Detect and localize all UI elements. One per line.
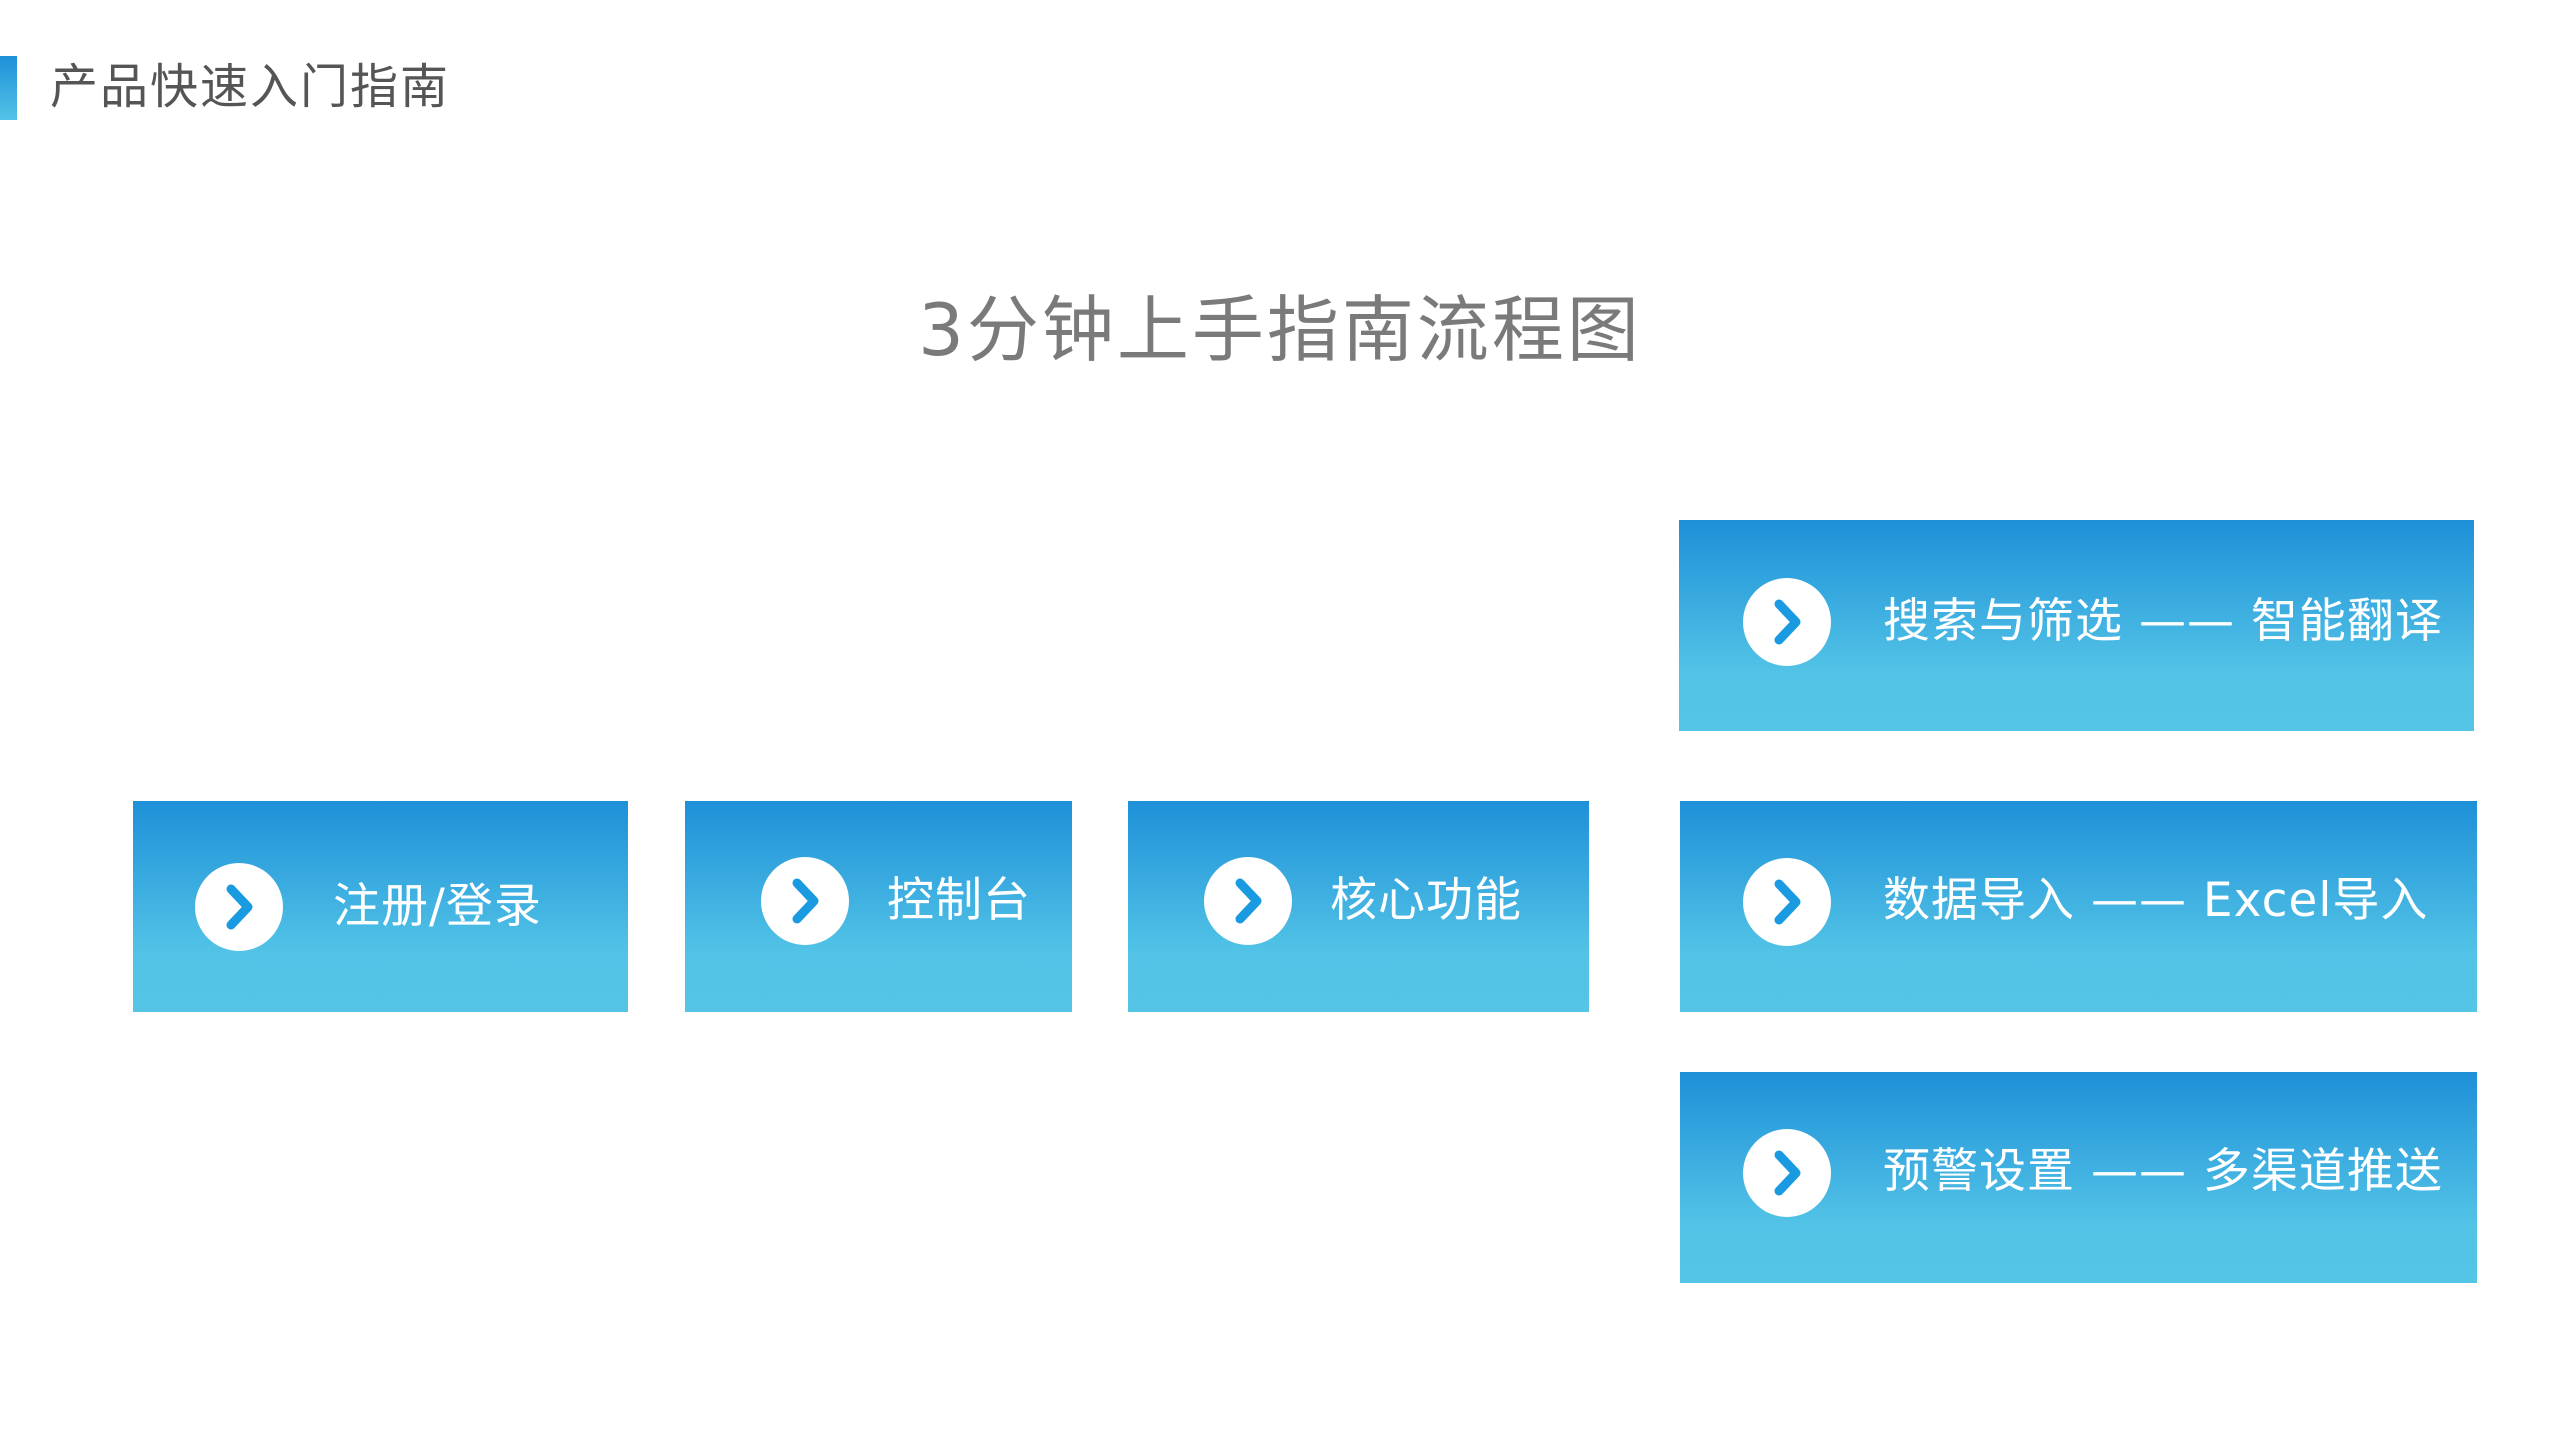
header-accent-bar xyxy=(0,56,17,120)
step-label: 预警设置 —— 多渠道推送 xyxy=(1883,1144,2443,1199)
step-label: 核心功能 xyxy=(1330,873,1522,928)
step-label: 控制台 xyxy=(887,873,1031,928)
step-label: 数据导入 —— Excel导入 xyxy=(1883,873,2429,928)
step-register-login[interactable]: 注册/登录 xyxy=(133,801,628,1012)
step-search-filter[interactable]: 搜索与筛选 —— 智能翻译 xyxy=(1679,520,2474,731)
chevron-right-icon xyxy=(1743,858,1831,946)
chevron-right-icon xyxy=(1743,578,1831,666)
diagram-title: 3分钟上手指南流程图 xyxy=(918,288,1642,372)
chevron-right-icon xyxy=(1204,857,1292,945)
step-core-features[interactable]: 核心功能 xyxy=(1128,801,1589,1012)
chevron-right-icon xyxy=(761,857,849,945)
chevron-right-icon xyxy=(1743,1129,1831,1217)
step-alert-settings[interactable]: 预警设置 —— 多渠道推送 xyxy=(1680,1072,2477,1283)
page-title: 产品快速入门指南 xyxy=(50,59,451,115)
step-data-import[interactable]: 数据导入 —— Excel导入 xyxy=(1680,801,2477,1012)
step-console[interactable]: 控制台 xyxy=(685,801,1072,1012)
step-label: 注册/登录 xyxy=(333,879,542,934)
step-label: 搜索与筛选 —— 智能翻译 xyxy=(1883,594,2443,649)
chevron-right-icon xyxy=(195,863,283,951)
